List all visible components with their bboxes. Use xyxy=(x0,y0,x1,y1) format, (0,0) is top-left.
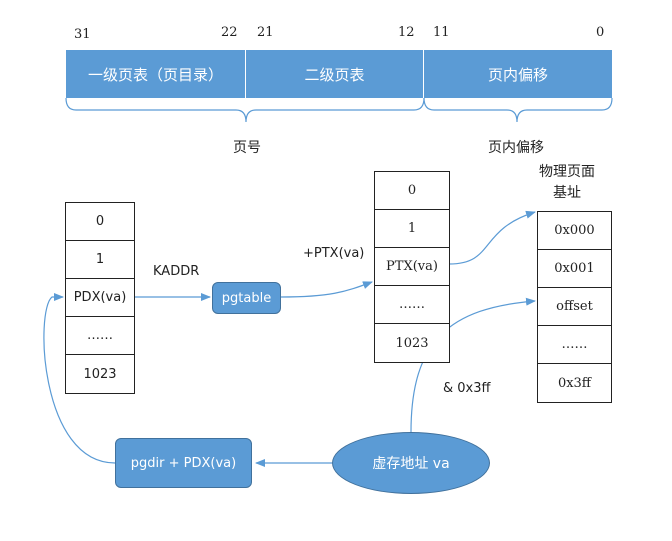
bit-12: 12 xyxy=(398,25,415,40)
page-number-label: 页号 xyxy=(233,140,261,156)
pdx-field-label: 一级页表（页目录） xyxy=(87,65,223,84)
pagetable-row: 1023 xyxy=(395,335,429,351)
pgdir-pdx-label: pgdir + PDX(va) xyxy=(130,455,237,471)
ptx-field: 二级页表 xyxy=(246,50,424,98)
page-directory-table: 0 1 PDX(va) …… 1023 xyxy=(65,202,135,394)
bit-21: 21 xyxy=(257,25,274,40)
page-table: 0 1 PTX(va) …… 1023 xyxy=(374,171,450,363)
pdx-field: 一级页表（页目录） xyxy=(66,50,246,98)
directory-row: 1023 xyxy=(83,366,117,382)
pgtable-box: pgtable xyxy=(212,282,281,314)
pgtable-to-pagetable-arrow xyxy=(280,281,373,298)
physical-row: 0x001 xyxy=(538,250,611,288)
kaddr-label: KADDR xyxy=(153,264,200,279)
directory-row: PDX(va) xyxy=(66,279,134,317)
bit-0: 0 xyxy=(596,25,605,40)
physical-page-subtitle: 基址 xyxy=(553,185,581,201)
physical-row: 0x3ff xyxy=(557,375,592,391)
bit-22: 22 xyxy=(221,25,238,40)
mask-label: & 0x3ff xyxy=(443,381,491,396)
page-offset-label: 页内偏移 xyxy=(488,140,544,156)
physical-row: …… xyxy=(538,326,611,364)
page-number-brace xyxy=(65,97,425,123)
ptx-field-label: 二级页表 xyxy=(304,65,365,84)
ptx-offset-label: +PTX(va) xyxy=(303,246,365,261)
offset-field-label: 页内偏移 xyxy=(487,65,548,84)
pagetable-row: PTX(va) xyxy=(375,248,449,286)
pgdir-to-directory-arrow xyxy=(43,293,116,464)
page-offset-brace xyxy=(423,97,613,123)
pagetable-row: 0 xyxy=(375,172,449,210)
physical-page-title: 物理页面 xyxy=(539,164,595,180)
pagetable-row: 1 xyxy=(375,210,449,248)
pgdir-pdx-box: pgdir + PDX(va) xyxy=(115,438,252,488)
pgtable-label: pgtable xyxy=(221,290,272,306)
offset-field: 页内偏移 xyxy=(424,50,612,98)
directory-row: …… xyxy=(66,317,134,355)
bit-31: 31 xyxy=(74,27,91,42)
physical-page-table: 0x000 0x001 offset …… 0x3ff xyxy=(537,211,612,403)
ptx-to-physical-arrow xyxy=(448,210,536,265)
pagetable-row: …… xyxy=(375,286,449,324)
physical-row: offset xyxy=(538,288,611,326)
virtual-address-label: 虚存地址 va xyxy=(372,456,450,472)
physical-row: 0x000 xyxy=(538,212,611,250)
bit-11: 11 xyxy=(433,25,450,40)
virtual-address-ellipse: 虚存地址 va xyxy=(332,432,490,494)
directory-row: 0 xyxy=(66,203,134,241)
directory-row: 1 xyxy=(66,241,134,279)
